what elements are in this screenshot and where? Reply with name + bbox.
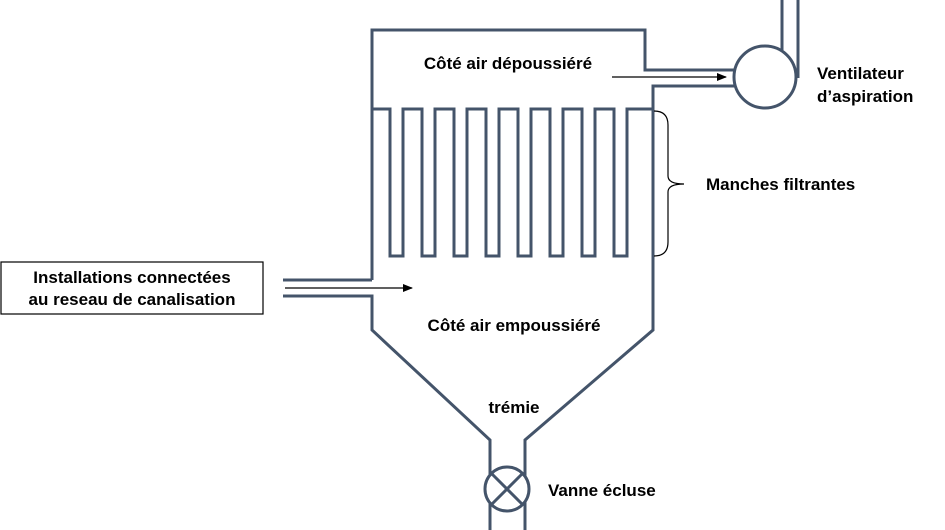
- housing-outline-left: [370, 28, 735, 280]
- housing-outline-lower-left: [283, 294, 492, 530]
- fan-icon: [732, 44, 798, 110]
- clean-side-label: Côté air dépoussiéré: [424, 54, 592, 73]
- inlet-label-line1: Installations connectées: [33, 268, 230, 287]
- filter-bags-label: Manches filtrantes: [706, 175, 855, 194]
- filter-bags-bracket: [653, 110, 685, 257]
- housing-outline-right: [523, 84, 735, 530]
- fan-label-line1: Ventilateur: [817, 64, 904, 83]
- rotary-valve-icon: [483, 465, 531, 513]
- inlet-label-line2: au reseau de canalisation: [29, 290, 236, 309]
- dusty-side-label: Côté air empoussiéré: [428, 316, 601, 335]
- inlet-label-box: [0, 261, 264, 315]
- filter-bags: [372, 107, 653, 258]
- hopper-label: trémie: [488, 398, 539, 417]
- fan-label-line2: d’aspiration: [817, 87, 913, 106]
- valve-label: Vanne écluse: [548, 481, 656, 500]
